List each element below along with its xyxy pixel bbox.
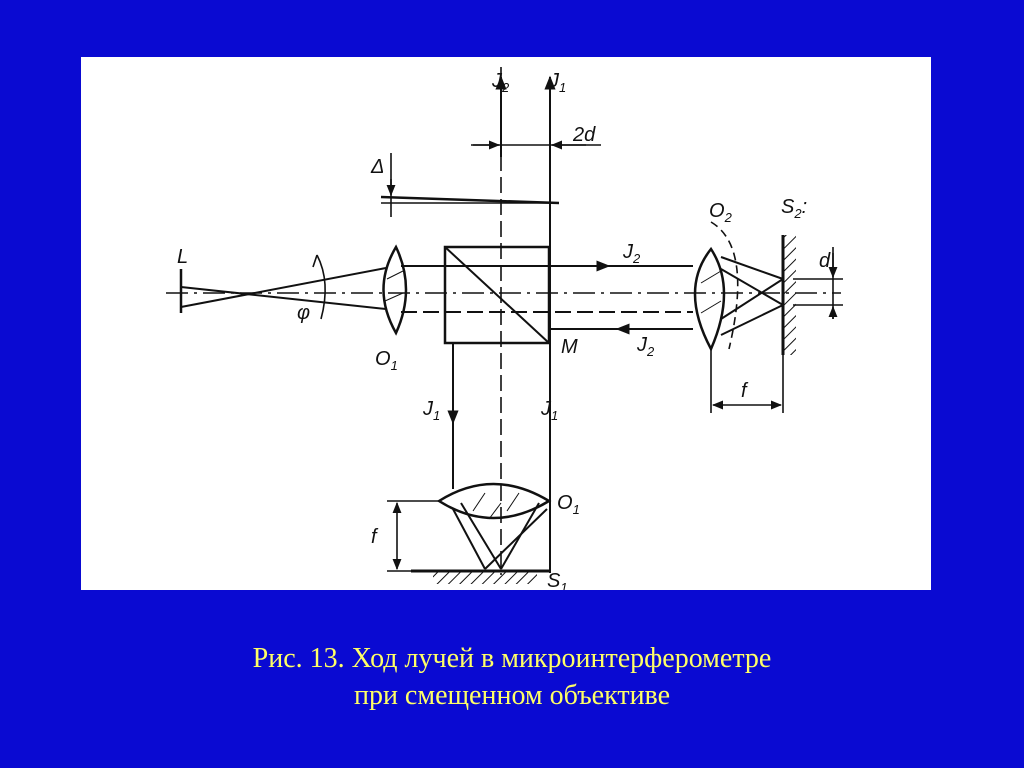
angle-phi-arc xyxy=(316,254,326,320)
lens-O1-v-hatch-1 xyxy=(472,492,486,512)
lens-O1-h-hatch-2 xyxy=(384,292,404,302)
lens-O1-horizontal xyxy=(382,244,408,336)
ray-O1-S1-4 xyxy=(500,502,540,570)
caption-line-1: Рис. 13. Ход лучей в микроинтерферометре xyxy=(252,643,772,674)
mirror-S2-hatching xyxy=(784,235,796,355)
label-J1-left: J1 xyxy=(422,398,440,423)
label-f-horizontal: f xyxy=(741,380,749,402)
source-ray-upper xyxy=(180,267,387,308)
ray-O1-S1-3 xyxy=(460,502,502,570)
label-J1-top: J1 xyxy=(548,70,566,95)
ray-O2-S2-4 xyxy=(720,304,784,336)
lens-O2-dashed-outline xyxy=(710,221,739,350)
label-M: M xyxy=(561,336,578,358)
ray-O1-S1-1 xyxy=(452,508,486,570)
label-J2-forward: J2 xyxy=(622,241,641,266)
caption-line-2: при смещенном объективе xyxy=(353,680,671,711)
wedge-line-1 xyxy=(380,195,560,205)
label-phi: φ xyxy=(297,302,310,324)
label-f-vertical: f xyxy=(371,526,379,548)
ray-O2-S2-2 xyxy=(720,278,784,320)
label-O2: O2 xyxy=(709,200,733,225)
label-2d: 2d xyxy=(572,124,596,146)
interferometer-diagram: J2 J1 2d Δ L φ O1 J2 M J2 O2 S2: d f J1 … xyxy=(166,67,843,590)
label-O1-left: O1 xyxy=(375,348,398,373)
label-J2-top: J2 xyxy=(491,70,510,95)
lens-O1-h-hatch-1 xyxy=(386,270,404,280)
angle-phi-tick xyxy=(312,254,318,268)
lens-O2-hatch-2 xyxy=(700,300,722,314)
label-S1: S1 xyxy=(547,570,568,590)
source-ray-lower xyxy=(180,286,387,310)
diagram-panel: J2 J1 2d Δ L φ O1 J2 M J2 O2 S2: d f J1 … xyxy=(81,57,931,590)
mirror-S1-hatching xyxy=(433,572,537,584)
ray-O2-S2-3 xyxy=(720,268,784,306)
beam-splitter-diagonal xyxy=(444,246,550,344)
label-delta: Δ xyxy=(370,156,384,178)
lens-O1-v-hatch-2 xyxy=(506,492,520,512)
label-J1-right: J1 xyxy=(540,398,558,423)
label-d: d xyxy=(819,250,831,272)
lens-O2-hatch-1 xyxy=(700,270,722,284)
figure-caption: Рис. 13. Ход лучей в микроинтерферометре… xyxy=(0,640,1024,714)
lens-O2 xyxy=(693,246,726,352)
label-O1-bottom: O1 xyxy=(557,492,580,517)
lens-O1-v-hatch-3 xyxy=(488,502,502,520)
label-L: L xyxy=(177,246,188,268)
ray-O2-S2-1 xyxy=(720,256,784,280)
label-J2-return: J2 xyxy=(636,334,655,359)
label-S2: S2: xyxy=(781,196,807,221)
lens-O1-vertical xyxy=(436,482,552,520)
